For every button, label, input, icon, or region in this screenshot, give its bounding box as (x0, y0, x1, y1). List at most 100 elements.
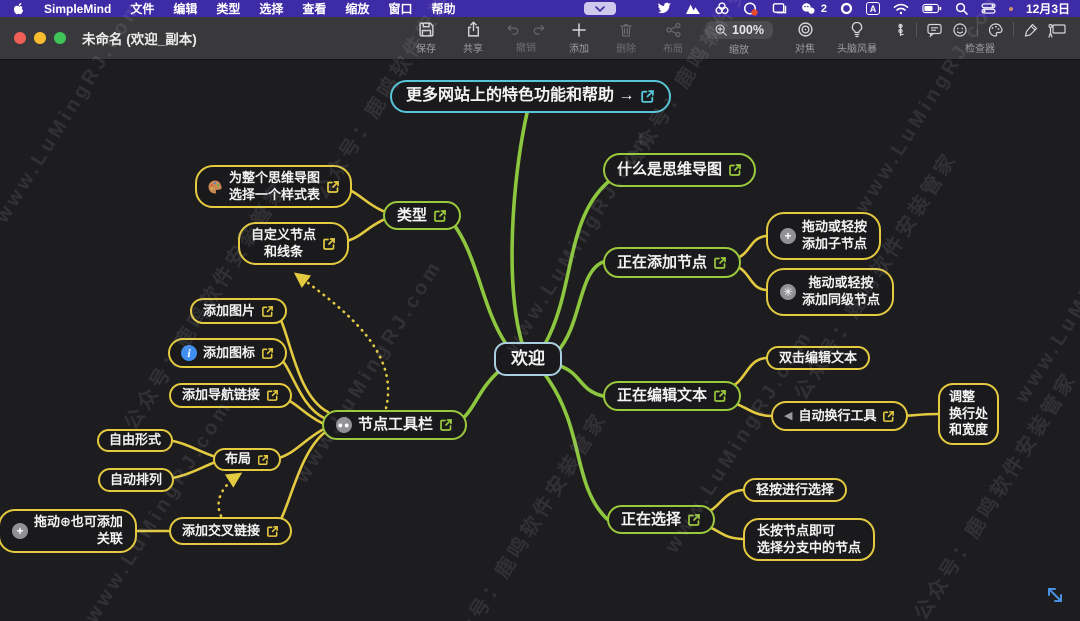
node-add-nav-link[interactable]: 添加导航链接 (169, 383, 293, 408)
node-cross-link[interactable]: 添加交叉链接 (169, 517, 293, 545)
undo-icon (507, 24, 519, 35)
external-link-icon (267, 525, 278, 537)
external-link-icon (327, 180, 339, 193)
add-node-button[interactable]: 添加 (564, 22, 594, 55)
external-link-icon (267, 390, 278, 401)
emoji-inspector-icon[interactable] (952, 22, 968, 38)
fullscreen-window-button[interactable] (54, 32, 66, 44)
external-link-icon (262, 347, 273, 359)
mindmap-canvas[interactable]: 更多网站上的特色功能和帮助 → 什么是思维导图 正在添加节点 + 拖动或轻按 添… (0, 60, 1080, 621)
menu-app-name[interactable]: SimpleMind (44, 1, 112, 16)
node-welcome-center[interactable]: 欢迎 (494, 342, 562, 376)
node-help-link[interactable]: 更多网站上的特色功能和帮助 → (390, 80, 672, 113)
node-long-press-select[interactable]: 长按节点即可 选择分支中的节点 (743, 518, 876, 561)
presentation-inspector-icon[interactable] (1048, 22, 1066, 38)
expand-diagonal-icon[interactable] (1044, 584, 1066, 611)
node-tap-to-select[interactable]: 轻按进行选择 (743, 478, 848, 502)
palette-icon (208, 180, 222, 193)
separator (916, 22, 917, 37)
menu-item-zoom[interactable]: 缩放 (345, 2, 370, 16)
zoom-level: 100% (732, 22, 764, 37)
node-add-image[interactable]: 添加图片 (190, 298, 288, 324)
node-stylesheet[interactable]: 为整个思维导图 选择一个样式表 (195, 165, 353, 208)
wechat-icon[interactable] (800, 1, 816, 16)
notify-dot-app-icon[interactable] (743, 1, 759, 16)
node-types[interactable]: 类型 (383, 201, 462, 230)
node-drag-to-relate[interactable]: + 拖动⊕也可添加 关联 (0, 509, 137, 553)
spotlight-search-icon[interactable] (955, 1, 968, 16)
menu-item-window[interactable]: 窗口 (388, 2, 413, 16)
redo-icon (533, 24, 545, 35)
node-add-icon[interactable]: i 添加图标 (168, 338, 288, 368)
dots-circle-icon: ●● (336, 417, 352, 433)
node-selecting[interactable]: 正在选择 (607, 505, 716, 534)
node-double-click-edit[interactable]: 双击编辑文本 (766, 346, 871, 370)
display-app-icon[interactable] (772, 1, 787, 16)
plus-circle-icon: + (780, 228, 796, 244)
zoom-control[interactable]: 100% 缩放 (705, 20, 773, 56)
minimize-window-button[interactable] (34, 32, 46, 44)
plus-circle-icon: + (12, 523, 28, 539)
node-layout[interactable]: 布局 (213, 448, 282, 471)
external-link-icon (258, 454, 269, 465)
node-editing-text[interactable]: 正在编辑文本 (603, 381, 742, 411)
share-button[interactable]: 共享 (458, 21, 488, 55)
menu-bar: SimpleMind 文件 编辑 类型 选择 查看 缩放 窗口 帮助 2 (0, 0, 1080, 17)
brainstorm-button[interactable]: 头脑风暴 (837, 21, 877, 55)
delete-button[interactable]: 删除 (611, 22, 641, 55)
focus-button[interactable]: 对焦 (790, 21, 820, 55)
node-freeform[interactable]: 自由形式 (97, 429, 174, 452)
input-method-icon[interactable]: A (865, 2, 880, 15)
node-autowrap-tool[interactable]: ◀ 自动换行工具 (771, 401, 909, 431)
info-circle-icon: i (181, 345, 197, 361)
node-what-is-mindmap[interactable]: 什么是思维导图 (603, 153, 757, 187)
external-link-icon (883, 410, 895, 422)
node-adjust-wrap[interactable]: 调整 换行处 和宽度 (938, 383, 1000, 445)
notes-inspector-icon[interactable] (926, 22, 943, 38)
ring-app-icon[interactable] (840, 1, 853, 16)
external-link-icon (714, 256, 726, 269)
rings-app-icon[interactable] (714, 1, 730, 16)
inspector-group: 检查器 (894, 22, 1066, 55)
apple-logo-icon[interactable] (12, 1, 25, 16)
control-center-icon[interactable] (981, 1, 996, 16)
separator (977, 22, 978, 37)
external-link-icon (714, 390, 726, 402)
external-link-icon (323, 237, 335, 250)
mindmap-edges (120, 111, 940, 541)
external-link-icon (688, 513, 700, 526)
close-window-button[interactable] (14, 32, 26, 44)
menu-item-type[interactable]: 类型 (216, 2, 241, 16)
menu-item-view[interactable]: 查看 (302, 2, 327, 16)
style-inspector-icon[interactable] (987, 22, 1004, 38)
zoom-pill[interactable]: 100% (705, 20, 773, 39)
asterisk-circle-icon: ✳ (780, 284, 796, 300)
menu-item-file[interactable]: 文件 (130, 2, 155, 16)
menu-item-help[interactable]: 帮助 (431, 2, 456, 16)
menu-item-edit[interactable]: 编辑 (173, 2, 198, 16)
node-customize[interactable]: 自定义节点 和线条 (238, 222, 350, 265)
external-link-icon (641, 90, 655, 103)
menu-item-select[interactable]: 选择 (259, 2, 284, 16)
paint-inspector-icon[interactable] (1023, 22, 1039, 38)
wechat-badge: 2 (820, 2, 827, 15)
wifi-icon[interactable] (893, 1, 909, 16)
node-add-child[interactable]: + 拖动或轻按 添加子节点 (766, 212, 882, 260)
battery-icon[interactable] (922, 1, 942, 16)
screen-record-chevron-button[interactable] (583, 2, 616, 15)
inspector-label: 检查器 (965, 43, 995, 55)
bird-app-icon[interactable] (657, 1, 672, 16)
separator (1013, 22, 1014, 37)
node-add-sibling[interactable]: ✳ 拖动或轻按 添加同级节点 (766, 268, 895, 316)
left-triangle-icon: ◀ (784, 409, 793, 422)
node-auto-arrange[interactable]: 自动排列 (98, 468, 175, 492)
undo-redo-button[interactable]: 撤销 (505, 22, 547, 54)
outline-inspector-icon[interactable] (894, 22, 907, 38)
mountains-app-icon[interactable] (685, 1, 701, 16)
layout-button[interactable]: 布局 (658, 22, 688, 55)
save-button[interactable]: 保存 (411, 21, 441, 55)
external-link-icon (434, 209, 446, 222)
node-node-toolbar[interactable]: ●● 节点工具栏 (322, 410, 468, 440)
node-adding-nodes[interactable]: 正在添加节点 (603, 247, 742, 278)
menubar-date[interactable]: 12月3日 (1025, 2, 1070, 16)
